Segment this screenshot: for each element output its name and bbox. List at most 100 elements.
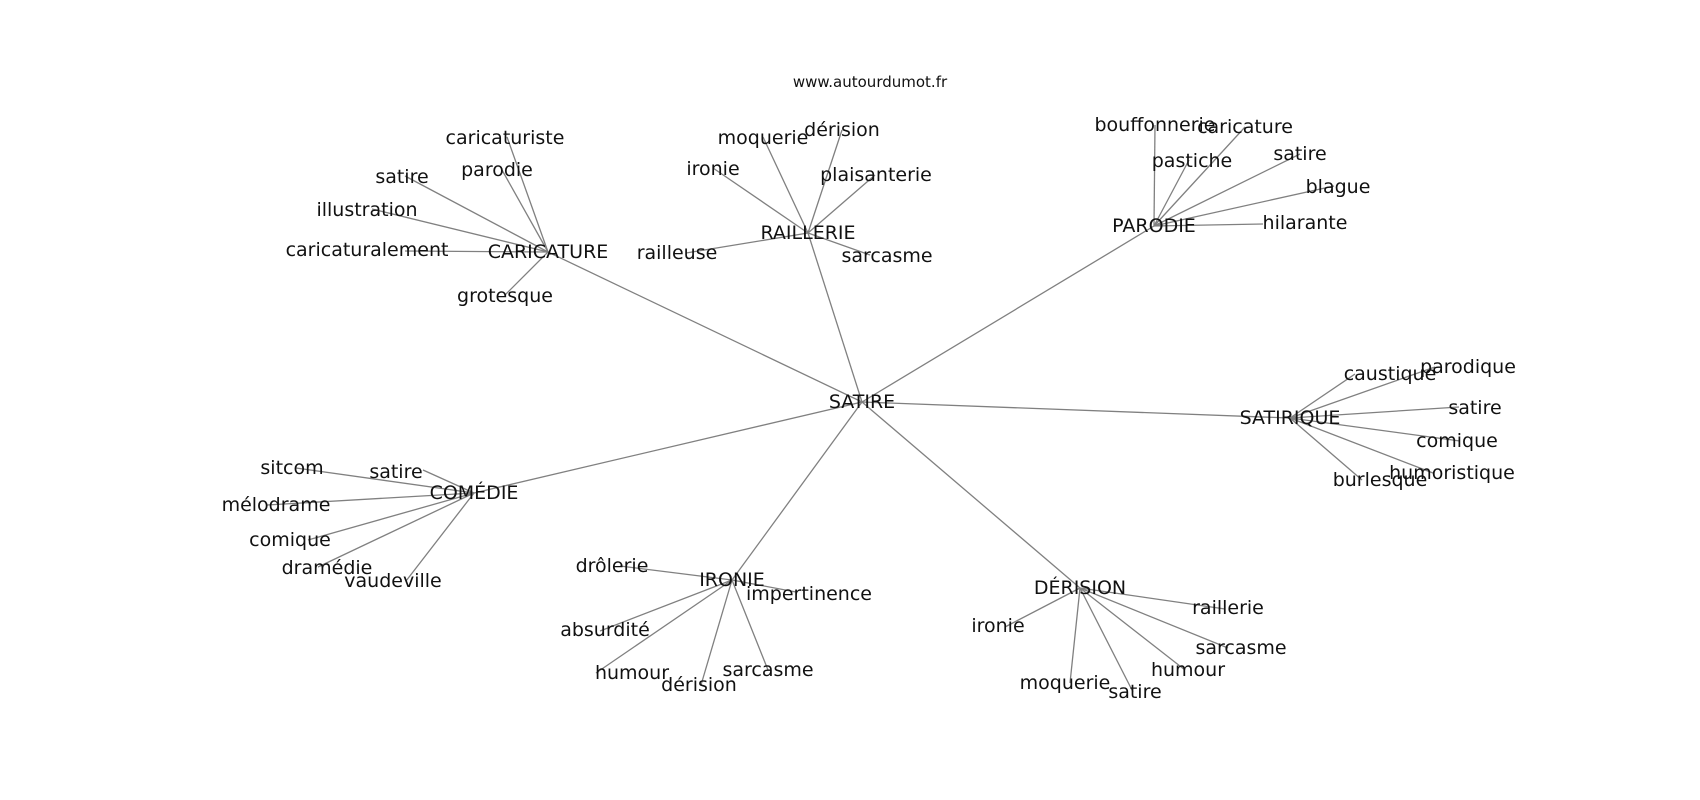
edge-parodie-leaf <box>1153 185 1335 227</box>
edge-center-raillerie <box>807 232 863 403</box>
leaf-node-label[interactable]: raillerie <box>1192 597 1264 619</box>
edge-ironie-leaf <box>619 565 733 581</box>
edge-center-derision <box>861 401 1081 589</box>
edge-comedie-leaf <box>405 492 475 582</box>
leaf-node-label[interactable]: railleuse <box>637 242 718 264</box>
leaf-node-label[interactable]: mélodrame <box>222 494 331 516</box>
leaf-node-label[interactable]: hilarante <box>1263 212 1348 234</box>
leaf-node-label[interactable]: ironie <box>686 158 739 180</box>
hub-node-derision[interactable]: DÉRISION <box>1034 576 1126 599</box>
leaf-node-label[interactable]: impertinence <box>746 583 872 605</box>
edge-parodie-leaf <box>1153 124 1156 227</box>
edge-center-ironie <box>731 401 863 581</box>
edge-parodie-leaf <box>1153 223 1264 227</box>
leaf-node-label[interactable]: ironie <box>971 615 1024 637</box>
edge-satirique-leaf <box>1289 366 1436 419</box>
edge-raillerie-leaf <box>712 167 809 234</box>
hub-node-caricature[interactable]: CARICATURE <box>488 241 609 263</box>
edge-comedie-leaf <box>266 492 475 506</box>
leaf-node-label[interactable]: bouffonnerie <box>1095 114 1216 136</box>
leaf-node-label[interactable]: comique <box>249 529 331 551</box>
leaf-node-label[interactable]: dramédie <box>282 557 373 579</box>
edge-caricature-leaf <box>506 136 549 253</box>
source-label: www.autourdumot.fr <box>793 73 948 91</box>
center-node-label[interactable]: SATIRE <box>829 391 895 413</box>
leaf-node-label[interactable]: pastiche <box>1152 150 1233 172</box>
edge-satirique-leaf <box>1289 417 1461 442</box>
edge-ironie-leaf <box>731 579 769 671</box>
leaf-node-label[interactable]: vaudeville <box>344 570 441 592</box>
edge-ironie-leaf <box>599 579 733 632</box>
edge-ironie-leaf <box>731 579 797 593</box>
leaf-node-label[interactable]: satire <box>1273 143 1326 165</box>
edge-derision-leaf <box>1079 587 1229 649</box>
edge-caricature-leaf <box>371 208 549 253</box>
leaf-node-label[interactable]: absurdité <box>560 619 650 641</box>
edge-caricature-leaf <box>501 169 549 253</box>
edge-center-caricature <box>547 251 863 403</box>
hub-node-ironie[interactable]: IRONIE <box>699 569 765 591</box>
leaf-node-label[interactable]: caricaturalement <box>286 239 449 261</box>
edge-raillerie-leaf <box>807 232 871 256</box>
edge-ironie-leaf <box>595 579 733 674</box>
edge-raillerie-leaf <box>807 129 843 234</box>
leaf-node-label[interactable]: dérision <box>661 674 737 696</box>
edge-caricature-leaf <box>404 250 549 253</box>
edge-comedie-leaf <box>422 469 475 494</box>
edge-comedie-leaf <box>295 467 475 494</box>
hub-node-satirique[interactable]: SATIRIQUE <box>1240 407 1341 429</box>
labels-layer: www.autourdumot.fr caricaturiste parodie s… <box>222 73 1516 703</box>
hub-node-raillerie[interactable]: RAILLERIE <box>760 222 855 244</box>
hub-node-parodie[interactable]: PARODIE <box>1112 215 1196 237</box>
leaf-node-label[interactable]: parodie <box>461 159 533 181</box>
edge-parodie-leaf <box>1153 159 1190 227</box>
leaf-node-label[interactable]: plaisanterie <box>820 164 932 186</box>
edge-satirique-leaf <box>1289 417 1434 474</box>
leaf-node-label[interactable]: caricaturiste <box>446 127 565 149</box>
leaf-node-label[interactable]: caustique <box>1344 363 1437 385</box>
leaf-node-label[interactable]: satire <box>375 166 428 188</box>
edge-derision-leaf <box>1079 587 1226 610</box>
leaf-node-label[interactable]: sarcasme <box>722 659 813 681</box>
leaf-node-label[interactable]: drôlerie <box>576 555 649 577</box>
leaf-node-label[interactable]: sarcasme <box>1195 637 1286 659</box>
leaf-node-label[interactable]: sarcasme <box>841 245 932 267</box>
leaf-node-label[interactable]: parodique <box>1420 356 1516 378</box>
leaf-node-label[interactable]: grotesque <box>457 285 553 307</box>
edge-parodie-leaf <box>1153 153 1301 227</box>
leaf-node-label[interactable]: satire <box>369 461 422 483</box>
edge-satirique-leaf <box>1289 373 1356 419</box>
edge-center-comedie <box>473 401 863 494</box>
leaf-node-label[interactable]: dérision <box>804 119 880 141</box>
leaf-node-label[interactable]: moquerie <box>718 127 809 149</box>
edge-center-parodie <box>861 225 1155 403</box>
leaf-node-label[interactable]: sitcom <box>260 457 323 479</box>
edge-raillerie-leaf <box>685 232 809 254</box>
leaf-node-label[interactable]: humour <box>1151 659 1225 681</box>
edge-parodie-leaf <box>1153 126 1246 227</box>
hub-node-comedie[interactable]: COMÉDIE <box>430 481 519 504</box>
edge-comedie-leaf <box>307 492 475 541</box>
leaf-node-label[interactable]: blague <box>1306 176 1371 198</box>
leaf-node-label[interactable]: humour <box>595 662 669 684</box>
leaf-node-label[interactable]: satire <box>1448 397 1501 419</box>
edge-caricature-leaf <box>504 251 549 296</box>
edge-derision-leaf <box>1079 587 1186 671</box>
edge-derision-leaf <box>1079 587 1134 693</box>
leaf-node-label[interactable]: illustration <box>316 199 417 221</box>
edge-satirique-leaf <box>1289 417 1363 481</box>
leaf-node-label[interactable]: comique <box>1416 430 1498 452</box>
edge-raillerie-leaf <box>807 174 876 234</box>
edge-comedie-leaf <box>317 492 475 568</box>
leaf-node-label[interactable]: satire <box>1108 681 1161 703</box>
edge-raillerie-leaf <box>762 136 809 234</box>
edge-caricature-leaf <box>404 175 549 253</box>
leaf-node-label[interactable]: moquerie <box>1020 672 1111 694</box>
leaf-node-label[interactable]: humoristique <box>1389 462 1515 484</box>
edges-layer <box>266 124 1461 693</box>
edge-ironie-leaf <box>700 579 733 686</box>
leaf-node-label[interactable]: caricature <box>1197 116 1293 138</box>
leaf-node-label[interactable]: burlesque <box>1333 469 1428 491</box>
edge-derision-leaf <box>1004 587 1081 628</box>
